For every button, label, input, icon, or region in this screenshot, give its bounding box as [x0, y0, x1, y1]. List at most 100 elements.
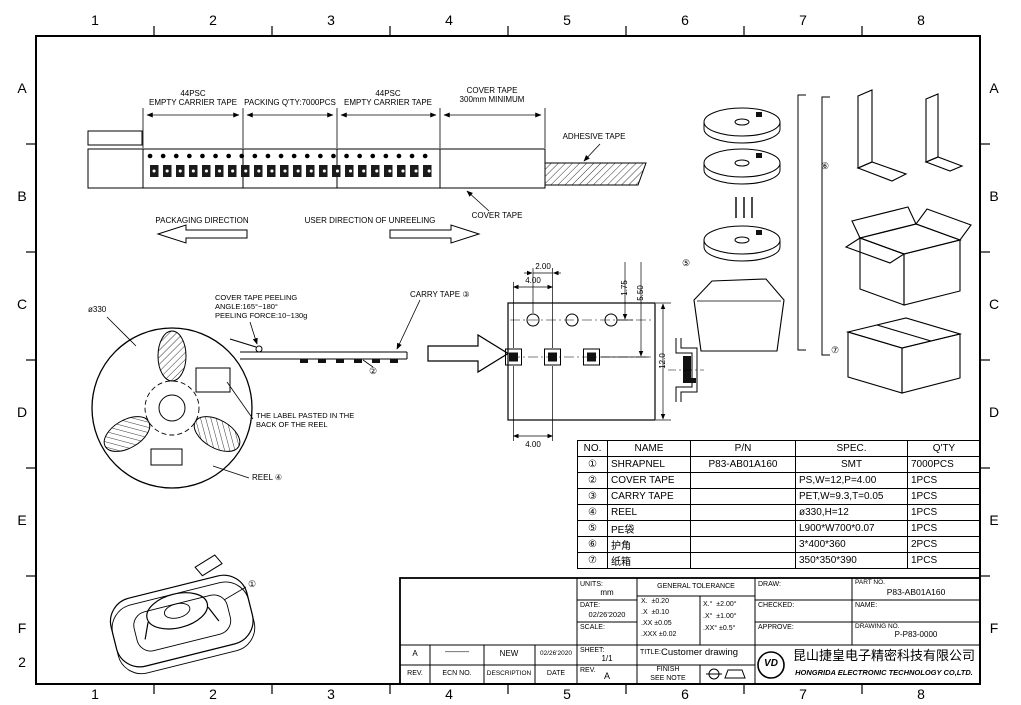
sheet-label: SHEET:	[580, 647, 605, 654]
grid-row-right-F: F	[989, 620, 999, 636]
bom-pn	[690, 536, 796, 553]
tol-angular-3: .XX° ±0.5°	[703, 625, 736, 632]
tape-seg3-label-line1: 44PSC	[375, 89, 401, 98]
units-label: UNITS:	[580, 581, 603, 588]
bom-no: ③	[577, 488, 608, 505]
reel-drawing	[91, 299, 510, 489]
bom-table: NO. NAME P/N SPEC. Q'TY ① SHRAPNEL P83-A…	[577, 440, 981, 569]
drawing-no-value: P-P83-0000	[894, 630, 938, 639]
peeling-note-line2: ANGLE:165°~180°	[215, 302, 278, 311]
company-logo-icon	[757, 651, 785, 679]
carry-tape-callout: CARRY TAPE ③	[410, 290, 470, 299]
bom-qty: 1PCS	[907, 488, 981, 505]
revision-date-value: 02/26'2020	[540, 650, 572, 657]
tape-seg1-label-line1: 44PSC	[180, 89, 206, 98]
bom-pn	[690, 488, 796, 505]
date-value: 02/26'2020	[588, 610, 626, 619]
adhesive-tape-label: ADHESIVE TAPE	[562, 132, 626, 141]
bom-qty: 1PCS	[907, 552, 981, 569]
units-value: mm	[600, 588, 614, 597]
dim-pitch-bottom: 4.00	[525, 440, 541, 449]
grid-row-right-A: A	[989, 80, 999, 96]
revision-header-ecn: ECN NO.	[442, 670, 472, 677]
grid-row-left-A: A	[17, 80, 27, 96]
tol-linear-4: .XXX ±0.02	[641, 631, 677, 638]
grid-row-left-F: F	[17, 620, 27, 636]
peeling-note-line3: PEELING FORCE:10~130g	[215, 311, 308, 320]
part-no-label: PART NO.	[855, 579, 885, 586]
finish-label: FINISH	[656, 666, 680, 673]
revision-header-description: DESCRIPTION	[486, 670, 532, 677]
bom-name: 护角	[607, 536, 691, 553]
bom-qty: 7000PCS	[907, 456, 981, 473]
peeling-note-line1: COVER TAPE PEELING	[215, 293, 298, 302]
cover-tape-seg-label-line1: COVER TAPE	[466, 86, 518, 95]
bom-pn	[690, 472, 796, 489]
tolerance-title: GENERAL TOLERANCE	[657, 583, 735, 590]
grid-col-bottom-2: 2	[209, 686, 217, 702]
approve-label: APPROVE:	[758, 624, 794, 631]
tol-linear-3: .XX ±0.05	[641, 620, 672, 627]
table-row: ③ CARRY TAPE PET,W=9.3,T=0.05 1PCS	[577, 488, 981, 505]
grid-col-top-2: 2	[209, 12, 217, 28]
bom-no: ②	[577, 472, 608, 489]
tape-seg1-label-line2: EMPTY CARRIER TAPE	[148, 98, 238, 107]
tol-linear-1: X. ±0.20	[641, 598, 669, 605]
grid-col-bottom-5: 5	[563, 686, 571, 702]
bom-spec: L900*W700*0.07	[795, 520, 908, 537]
dim-pocket-edge: 5.50	[635, 285, 645, 301]
dim-tape-width: 12.0	[657, 353, 667, 369]
rev-label: REV.	[580, 667, 596, 674]
pe-bag-icon	[693, 278, 785, 352]
title-block-lines	[399, 577, 981, 685]
grid-row-right-B: B	[989, 188, 999, 204]
bom-header-pn: P/N	[690, 440, 796, 457]
tol-angular-2: .X° ±1.00°	[703, 613, 737, 620]
bom-qty: 1PCS	[907, 472, 981, 489]
cover-tape-balloon: ②	[369, 366, 378, 376]
reel-label-note-line2: BACK OF THE REEL	[256, 420, 328, 429]
bom-header-spec: SPEC.	[795, 440, 908, 457]
cover-tape-callout: COVER TAPE	[471, 211, 523, 220]
table-row: ② COVER TAPE PS,W=12,P=4.00 1PCS	[577, 472, 981, 489]
packaging-direction-arrow-icon	[156, 224, 248, 244]
packaging-direction-label: PACKAGING DIRECTION	[155, 216, 249, 225]
bom-no: ⑦	[577, 552, 608, 569]
grid-col-top-6: 6	[681, 12, 689, 28]
bom-name: COVER TAPE	[607, 472, 691, 489]
open-carton-icon	[844, 206, 972, 306]
carrier-tape-drawing	[87, 108, 647, 244]
grid-col-top-1: 1	[91, 12, 99, 28]
grid-col-bottom-7: 7	[799, 686, 807, 702]
bom-no: ⑥	[577, 536, 608, 553]
date-label: DATE:	[580, 602, 601, 609]
sheet-value: 1/1	[601, 654, 613, 663]
table-row: ⑥ 护角 3*400*360 2PCS	[577, 536, 981, 553]
page-title: Customer drawing	[661, 647, 739, 658]
bag-balloon: ⑤	[682, 258, 691, 268]
reel-diameter-label: ø330	[88, 305, 107, 314]
grid-col-bottom-4: 4	[445, 686, 453, 702]
bom-qty: 1PCS	[907, 520, 981, 537]
table-row: ④ REEL ø330,H=12 1PCS	[577, 504, 981, 521]
bom-spec: 3*400*360	[795, 536, 908, 553]
bom-pn: P83-AB01A160	[690, 456, 796, 473]
bom-pn	[690, 520, 796, 537]
grid-col-top-5: 5	[563, 12, 571, 28]
name-label: NAME:	[855, 602, 878, 609]
bom-no: ⑤	[577, 520, 608, 537]
title-label: TITLE:	[640, 649, 662, 656]
draw-label: DRAW:	[758, 581, 781, 588]
tol-angular-1: X.° ±2.00°	[703, 601, 737, 608]
grid-row-left-E: E	[17, 512, 27, 528]
bom-qty: 2PCS	[907, 536, 981, 553]
revision-header-date: DATE	[546, 670, 566, 677]
table-row: ⑦ 纸箱 350*350*390 1PCS	[577, 552, 981, 569]
bom-header-no: NO.	[577, 440, 608, 457]
bom-header-qty: Q'TY	[907, 440, 981, 457]
carton-balloon: ⑦	[831, 345, 840, 355]
grid-row-left-D: D	[16, 404, 28, 420]
grid-row-left-B: B	[17, 188, 27, 204]
bom-header-name: NAME	[607, 440, 691, 457]
